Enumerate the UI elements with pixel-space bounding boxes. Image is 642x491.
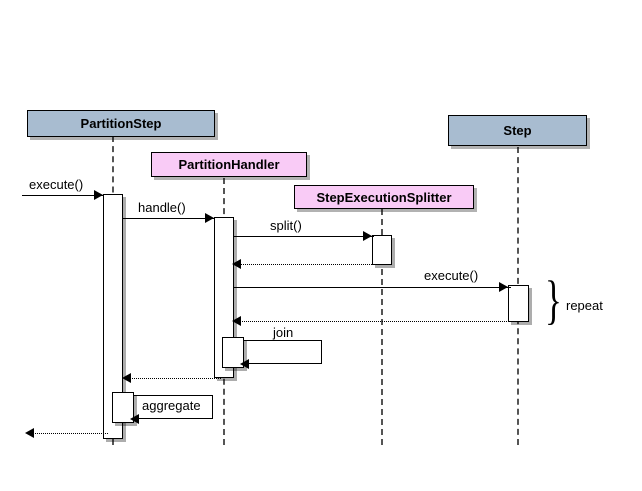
activation-partition-step <box>103 194 123 439</box>
participant-step-execution-splitter[interactable]: StepExecutionSplitter <box>294 185 474 209</box>
activation-partition-step-aggregate <box>112 392 134 423</box>
message-line-execute-in <box>22 195 104 196</box>
arrow-head-handle <box>205 213 214 223</box>
participant-partition-handler[interactable]: PartitionHandler <box>151 152 307 177</box>
arrow-head-aggregate <box>130 414 139 424</box>
repeat-label: repeat <box>566 298 603 313</box>
participant-step[interactable]: Step <box>448 115 587 146</box>
arrow-head-execute-return <box>25 428 34 438</box>
participant-label: StepExecutionSplitter <box>316 189 452 205</box>
arrow-head-execute-step <box>499 282 508 292</box>
message-line-split <box>234 236 374 237</box>
participant-label: PartitionHandler <box>178 157 280 172</box>
activation-step-execution-splitter <box>372 235 392 265</box>
activation-step <box>508 285 529 322</box>
message-line-execute-step <box>234 287 511 288</box>
selfcall-loop-aggregate <box>134 395 213 419</box>
message-label-aggregate: aggregate <box>142 398 201 413</box>
activation-partition-handler-join <box>222 337 244 368</box>
lifeline-step-execution-splitter <box>381 209 383 445</box>
repeat-brace-icon: } <box>545 270 562 330</box>
arrow-head-join <box>240 359 249 369</box>
arrow-head-handle-return <box>122 373 131 383</box>
participant-partition-step[interactable]: PartitionStep <box>27 110 215 137</box>
message-line-handle-return <box>128 378 221 379</box>
arrow-head-step-return <box>232 316 241 326</box>
participant-label: PartitionStep <box>80 116 162 131</box>
arrow-head-split <box>363 231 372 241</box>
message-label-join: join <box>273 325 294 340</box>
message-line-step-return <box>238 321 509 322</box>
message-label-handle: handle() <box>138 200 186 215</box>
arrow-head-execute-in <box>94 190 103 200</box>
message-label-execute-in: execute() <box>29 177 84 192</box>
participant-label: Step <box>503 123 532 138</box>
selfcall-loop-join <box>244 340 322 364</box>
arrow-head-split-return <box>232 259 241 269</box>
message-line-execute-return <box>31 433 108 434</box>
message-line-handle <box>123 218 215 219</box>
message-line-split-return <box>238 264 374 265</box>
message-label-execute-step: execute() <box>424 268 479 283</box>
message-label-split: split() <box>270 218 302 233</box>
